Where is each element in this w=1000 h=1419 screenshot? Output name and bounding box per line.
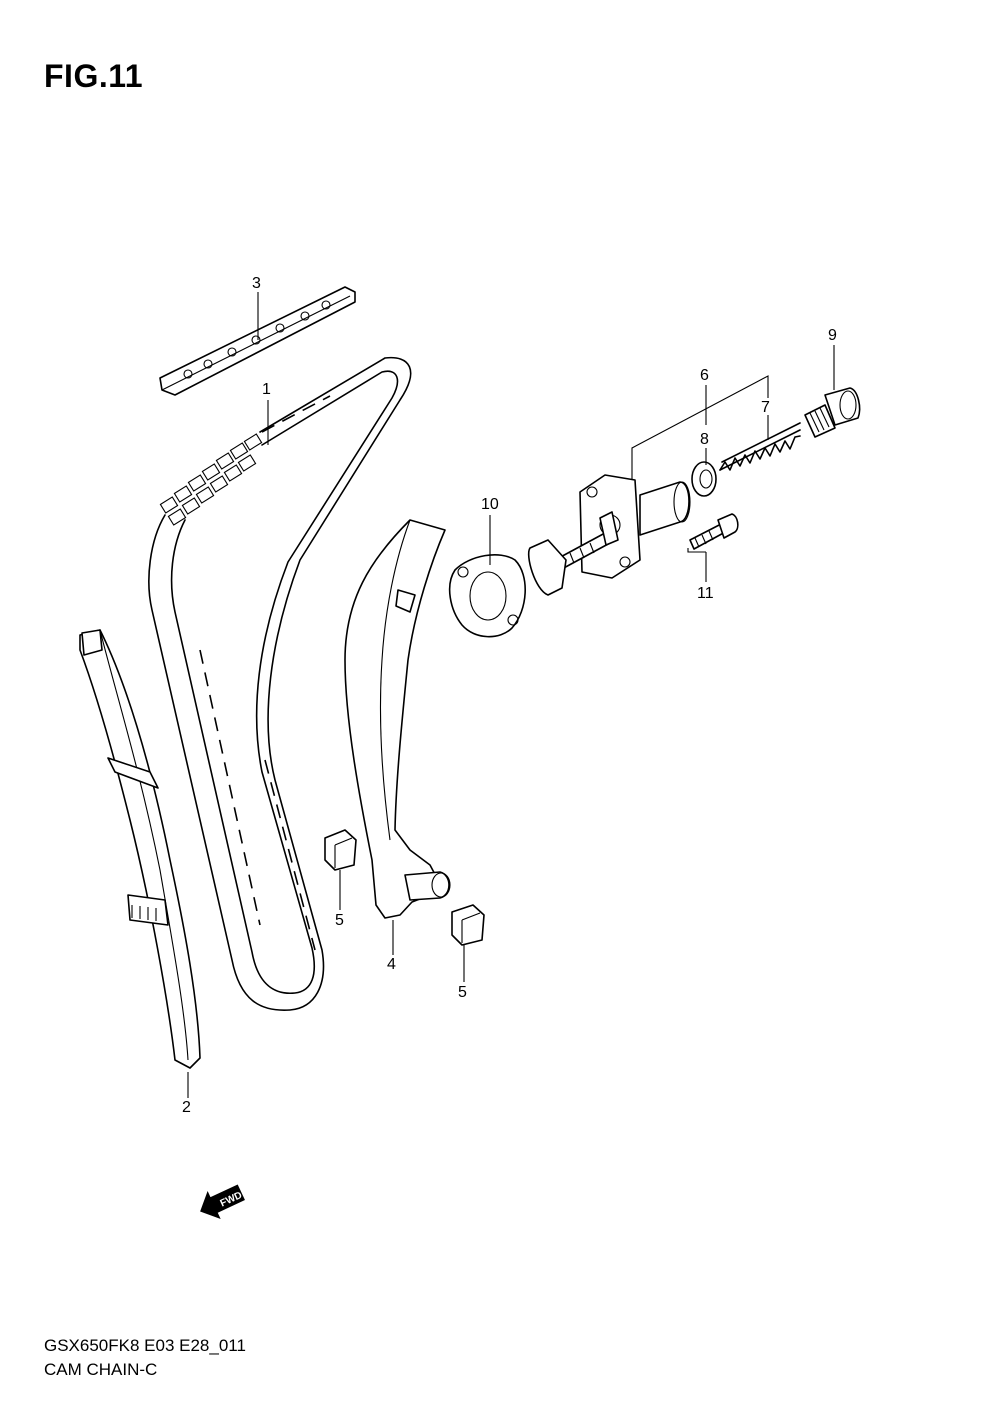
callout-2: 2 (182, 1099, 191, 1116)
diagram-footer: GSX650FK8 E03 E28_011 CAM CHAIN-C (44, 1334, 246, 1382)
callout-6: 6 (700, 367, 709, 384)
callout-7: 7 (761, 399, 770, 416)
callout-4: 4 (387, 956, 396, 973)
callout-8: 8 (700, 431, 709, 448)
callout-11: 11 (697, 585, 714, 602)
part-damper-b (451, 904, 485, 946)
part-chain-guide-plate (159, 286, 356, 396)
part-washer (691, 461, 717, 497)
leader-lines (187, 292, 835, 1098)
figure-title: FIG.11 (44, 58, 144, 94)
callout-5b: 5 (458, 984, 467, 1001)
callout-9: 9 (828, 327, 837, 344)
part-chain-guide-rear (79, 629, 201, 1069)
part-cam-chain (148, 356, 412, 1011)
callout-5a: 5 (335, 912, 344, 929)
part-bolt (689, 513, 739, 550)
forward-arrow-icon: FWD (200, 1184, 245, 1219)
callout-labels: 3 1 2 4 5 5 6 7 8 9 10 11 (182, 275, 837, 1116)
diagram-code: GSX650FK8 E03 E28_011 (44, 1336, 246, 1355)
part-tensioner-adjuster (528, 474, 691, 596)
part-spring (719, 422, 801, 471)
callout-1: 1 (262, 381, 271, 398)
part-gasket (448, 554, 526, 638)
callout-10: 10 (481, 496, 499, 513)
part-cap-bolt (804, 387, 861, 438)
part-damper-a (324, 829, 357, 871)
callout-3: 3 (252, 275, 261, 292)
part-chain-tensioner-arm (344, 519, 451, 919)
diagram-caption: CAM CHAIN-C (44, 1360, 158, 1379)
